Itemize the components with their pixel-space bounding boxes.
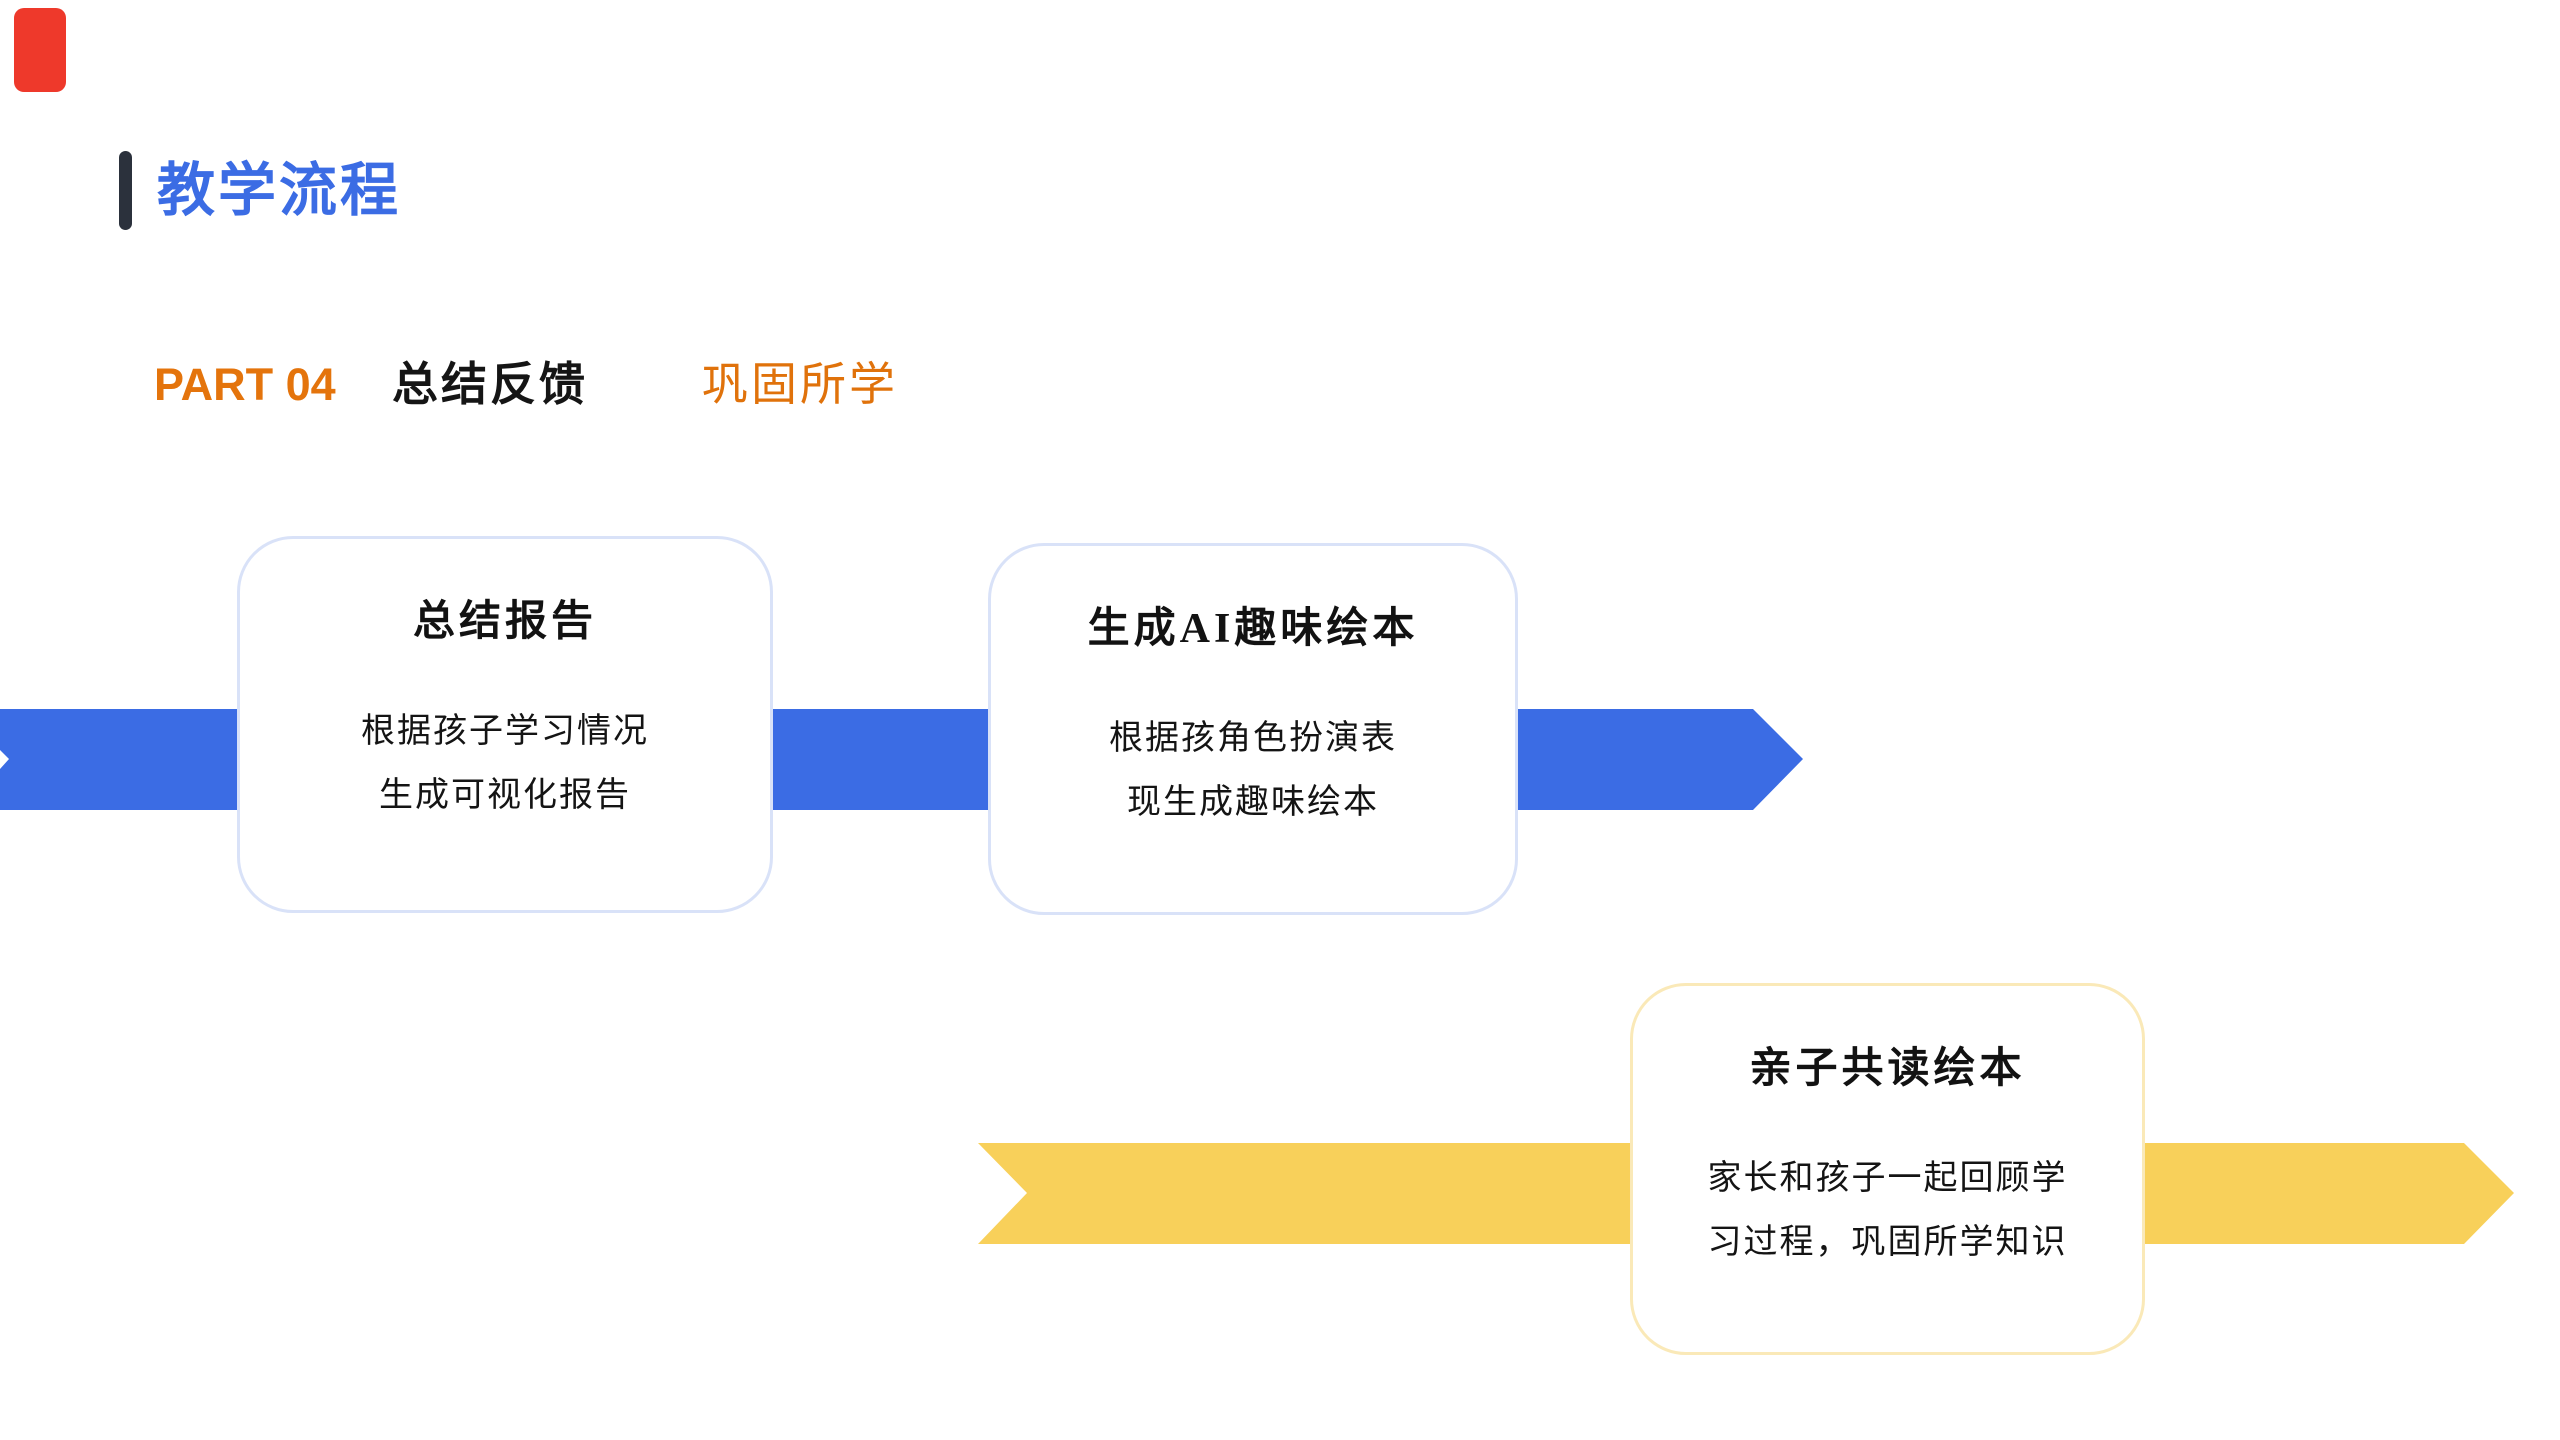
part-subtitle: 巩固所学: [702, 359, 898, 410]
step-card-ai-picture-book: 生成AI趣味绘本 根据孩角色扮演表 现生成趣味绘本: [988, 543, 1518, 915]
card-line: 现生成趣味绘本: [1127, 784, 1379, 821]
card-line: 根据孩子学习情况: [361, 713, 649, 750]
card-line: 习过程，巩固所学知识: [1707, 1224, 2068, 1261]
part-number-label: PART 04: [154, 359, 336, 410]
card-title: 总结报告: [412, 599, 597, 645]
card-title: 亲子共读绘本: [1749, 1046, 2026, 1092]
card-line: 家长和孩子一起回顾学: [1707, 1160, 2068, 1197]
card-title: 生成AI趣味绘本: [1087, 606, 1419, 652]
page-title: 教学流程: [157, 158, 402, 223]
card-line: 生成可视化报告: [379, 777, 631, 814]
title-accent-bar: [119, 151, 132, 230]
part-header-row: PART 04 总结反馈 巩固所学: [0, 358, 2560, 412]
card-line: 根据孩角色扮演表: [1109, 720, 1397, 757]
step-card-parent-child-reading: 亲子共读绘本 家长和孩子一起回顾学 习过程，巩固所学知识: [1630, 983, 2145, 1355]
red-corner-marker: [14, 8, 66, 92]
part-title: 总结反馈: [392, 359, 588, 410]
step-card-summary-report: 总结报告 根据孩子学习情况 生成可视化报告: [237, 536, 773, 913]
